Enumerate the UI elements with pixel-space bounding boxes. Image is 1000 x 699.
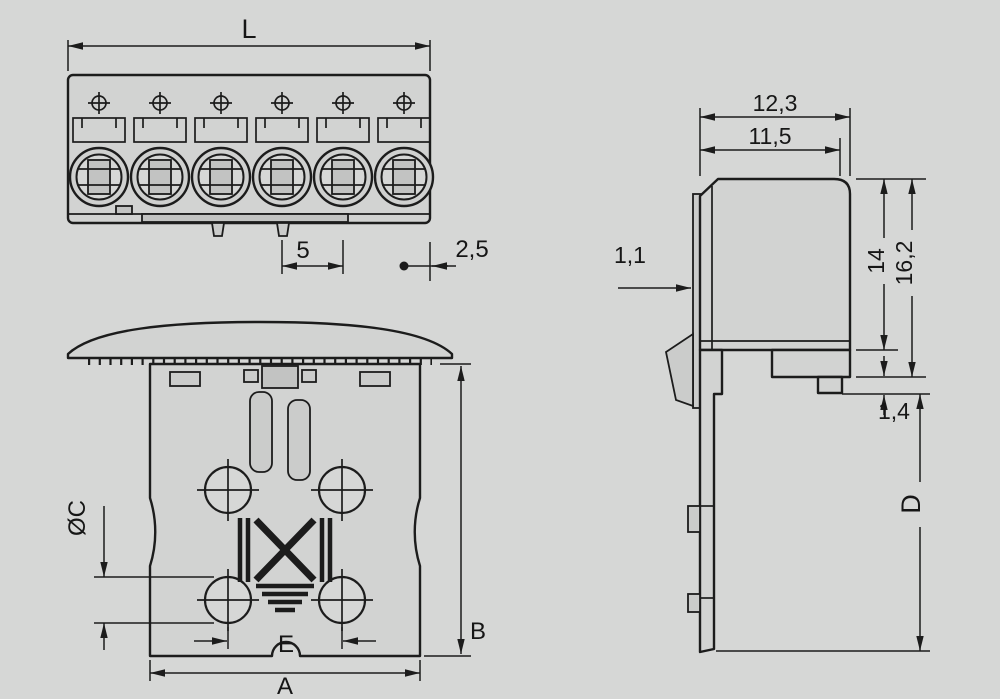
dimension-B: B (424, 363, 486, 657)
mounting-foot (210, 222, 226, 237)
flange-dome (66, 320, 454, 360)
connector-body-side (698, 177, 852, 352)
dimension-L: L (67, 14, 431, 71)
dim-label-pitch: 5 (296, 237, 309, 264)
dim-label-edge-offset: 2,5 (455, 236, 488, 263)
dimension-body-height: 14 (863, 179, 889, 350)
dimension-wall-thickness: 1,1 (614, 242, 691, 292)
front-view: L 5 2,5 (66, 14, 489, 281)
dim-label-B: B (470, 618, 486, 645)
dim-label-E: E (278, 631, 294, 658)
dim-label-depth: D (896, 494, 926, 514)
dim-label-A: A (277, 673, 293, 699)
dim-label-wall: 1,1 (614, 242, 646, 268)
dimension-total-height: 16,2 (891, 179, 917, 377)
mounting-foot (275, 222, 291, 237)
rib-pattern (237, 517, 333, 613)
dimension-pin-step: 1,4 (878, 356, 910, 424)
dim-label-total-width: 12,3 (753, 90, 798, 116)
latch-slot (249, 391, 273, 473)
dimension-depth: D (896, 394, 926, 651)
latch-tab (261, 365, 299, 389)
dimension-E: E (194, 627, 376, 658)
dimension-body-width: 11,5 (700, 123, 841, 176)
lower-shank (698, 348, 724, 654)
dimension-edge-offset: 2,5 (399, 236, 489, 281)
dim-label-total-height: 16,2 (891, 241, 917, 286)
dimension-A: A (149, 660, 421, 699)
latch-slot (287, 399, 311, 481)
solder-pin (816, 375, 844, 395)
dim-label-hole-diameter: ØC (64, 500, 91, 536)
dim-label-L: L (241, 14, 256, 44)
dim-label-body-width: 11,5 (748, 123, 791, 149)
bottom-view: ØC E A B (64, 320, 486, 699)
dim-label-body-height: 14 (863, 248, 889, 274)
dimension-total-width: 12,3 (699, 90, 851, 176)
side-view: 12,3 11,5 1,1 14 16,2 (614, 90, 930, 654)
dimension-hole-diameter: ØC (64, 500, 214, 650)
latch-hook (664, 332, 694, 408)
dim-label-pin-step: 1,4 (878, 398, 910, 424)
connector-body-front (66, 73, 432, 225)
body-foot (770, 348, 852, 379)
dimension-pitch: 5 (281, 237, 344, 274)
